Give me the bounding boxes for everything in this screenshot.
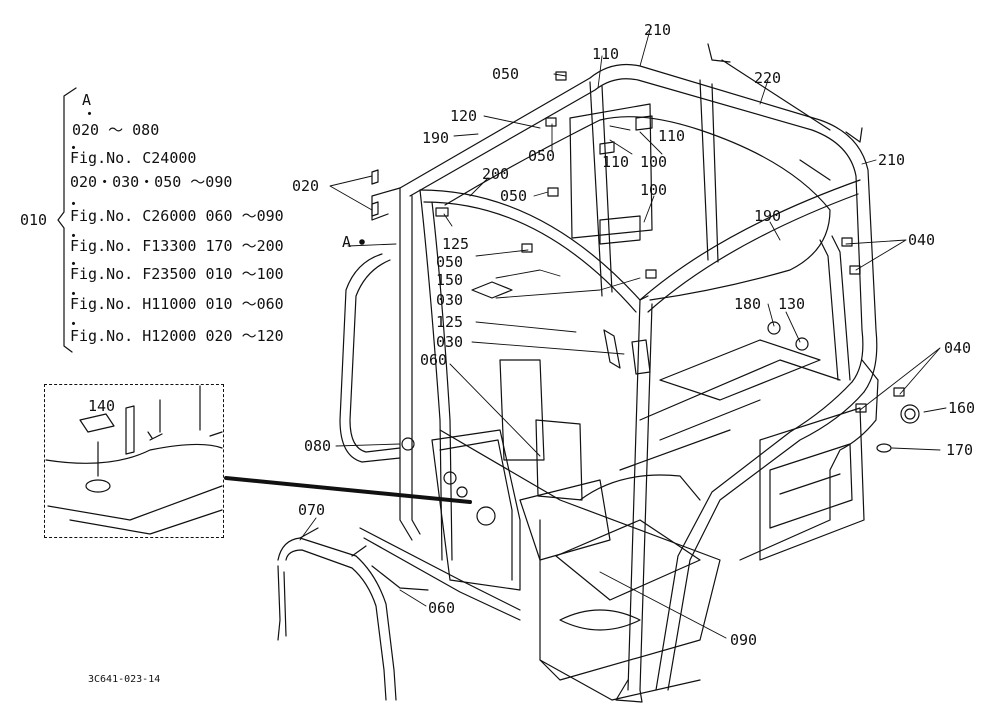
callout-050: 050 — [500, 187, 528, 205]
callout-110: 110 — [592, 45, 620, 63]
reference-line: 020・030・050 ～090 — [70, 173, 233, 191]
reference-line: Fig.No. H11000 010 ～060 — [70, 295, 284, 313]
reference-line: Fig.No. C24000 — [70, 149, 197, 167]
view-marker-label: A — [342, 233, 352, 251]
reference-bracket — [57, 87, 77, 353]
callout-060: 060 — [428, 599, 456, 617]
reference-dot: ・ — [66, 255, 82, 273]
callout-210: 210 — [878, 151, 906, 169]
callout-200: 200 — [482, 165, 510, 183]
reference-line: Fig.No. H12000 020 ～120 — [70, 327, 284, 345]
reference-dot: ・ — [66, 139, 82, 157]
callout-030: 030 — [436, 291, 464, 309]
fittings — [371, 71, 920, 453]
reference-line: Fig.No. F23500 010 ～100 — [70, 265, 284, 283]
reference-line: Fig.No. F13300 170 ～200 — [70, 237, 284, 255]
view-marker-dot — [359, 239, 365, 245]
callout-180: 180 — [734, 295, 762, 313]
right-side-frame — [655, 235, 879, 691]
callout-130: 130 — [778, 295, 806, 313]
callout-090: 090 — [730, 631, 758, 649]
callout-050: 050 — [492, 65, 520, 83]
callout-190: 190 — [422, 129, 450, 147]
callout-040: 040 — [944, 339, 972, 357]
callout-060: 060 — [420, 351, 448, 369]
callout-050: 050 — [528, 147, 556, 165]
callout-100: 100 — [640, 181, 668, 199]
callout-120: 120 — [450, 107, 478, 125]
reference-line: 020 ～ 080 — [72, 121, 160, 139]
callout-030: 030 — [436, 333, 464, 351]
front-console — [431, 359, 611, 591]
handrail-070 — [277, 527, 397, 701]
callout-190: 190 — [754, 207, 782, 225]
roof-frame — [399, 43, 878, 393]
callout-100: 100 — [640, 153, 668, 171]
reference-dot: ・ — [66, 315, 82, 333]
reference-dot: ・ — [66, 195, 82, 213]
callout-070: 070 — [298, 501, 326, 519]
callout-125: 125 — [442, 235, 470, 253]
reference-line: Fig.No. C26000 060 ～090 — [70, 207, 284, 225]
callout-220: 220 — [754, 69, 782, 87]
front-lower-rail — [359, 527, 521, 621]
callout-040: 040 — [908, 231, 936, 249]
callout-140: 140 — [88, 397, 116, 415]
callout-020: 020 — [292, 177, 320, 195]
reference-dot: ・ — [82, 105, 98, 123]
callout-050: 050 — [436, 253, 464, 271]
drawing-code: 3C641-023-14 — [88, 674, 161, 685]
callout-110: 110 — [658, 127, 686, 145]
reference-view-label: A — [82, 91, 92, 109]
callout-170: 170 — [946, 441, 974, 459]
callout-110: 110 — [602, 153, 630, 171]
callout-125: 125 — [436, 313, 464, 331]
reference-dot: ・ — [66, 227, 82, 245]
callout-080: 080 — [304, 437, 332, 455]
inset-detail-frame — [44, 384, 224, 538]
reference-dot: ・ — [66, 285, 82, 303]
callout-150: 150 — [436, 271, 464, 289]
callout-160: 160 — [948, 399, 976, 417]
callout-210: 210 — [644, 21, 672, 39]
detail-pointer — [224, 476, 472, 504]
cabin-floor — [439, 339, 841, 701]
inset-detail — [45, 385, 223, 535]
reference-main-label: 010 — [20, 211, 48, 229]
